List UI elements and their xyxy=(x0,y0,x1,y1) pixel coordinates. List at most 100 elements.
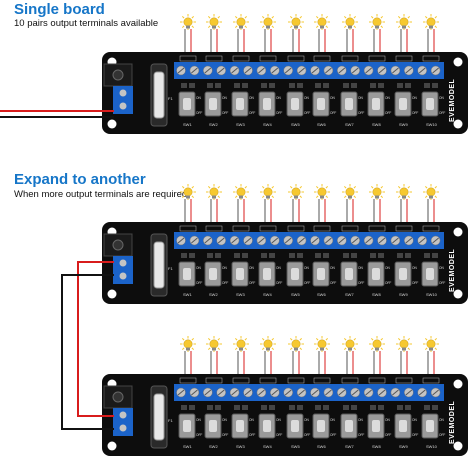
smd-component xyxy=(343,405,349,410)
smd-component xyxy=(269,253,275,258)
smd-component xyxy=(424,83,430,88)
switch-on-label: ON xyxy=(358,266,363,270)
terminal-block-icon xyxy=(174,384,444,401)
switch-off-label: OFF xyxy=(304,433,310,437)
switch-label: SW5 xyxy=(291,444,300,449)
switch-on-label: ON xyxy=(276,418,281,422)
switch-on-label: ON xyxy=(330,266,335,270)
smd-component xyxy=(189,253,195,258)
smd-component xyxy=(181,83,187,88)
smd-component xyxy=(289,253,295,258)
mount-hole xyxy=(453,227,463,237)
mount-hole xyxy=(453,119,463,129)
switch-label: SW9 xyxy=(399,122,408,127)
bulb-icon xyxy=(423,184,439,200)
bulb-icon xyxy=(396,14,412,30)
bulb-icon xyxy=(180,184,196,200)
switch-off-label: OFF xyxy=(412,433,418,437)
smd-component xyxy=(315,405,321,410)
brand-label: EVEMODEL xyxy=(449,78,456,122)
bulb-icon xyxy=(314,336,330,352)
switch-off-label: OFF xyxy=(196,433,202,437)
toggle-switch-icon: ON OFF SW5 xyxy=(286,413,310,449)
smd-component xyxy=(323,405,329,410)
bulb-icon xyxy=(206,14,222,30)
smd-component xyxy=(405,253,411,258)
mount-hole xyxy=(453,379,463,389)
mount-hole xyxy=(453,57,463,67)
switch-label: SW9 xyxy=(399,292,408,297)
smd-component xyxy=(181,405,187,410)
switch-off-label: OFF xyxy=(330,433,336,437)
smd-component xyxy=(234,253,240,258)
switch-on-label: ON xyxy=(385,266,390,270)
input-terminal xyxy=(113,86,133,114)
fuse-glass xyxy=(153,71,165,119)
switch-off-label: OFF xyxy=(196,281,202,285)
smd-component xyxy=(432,253,438,258)
switch-off-label: OFF xyxy=(196,111,202,115)
switch-label: SW3 xyxy=(236,122,245,127)
smd-component xyxy=(432,405,438,410)
toggle-switch-icon: ON OFF SW9 xyxy=(394,261,418,297)
smd-component xyxy=(297,405,303,410)
switch-on-label: ON xyxy=(412,418,417,422)
switch-off-label: OFF xyxy=(330,111,336,115)
switch-on-label: ON xyxy=(276,96,281,100)
switch-off-label: OFF xyxy=(222,433,228,437)
switch-label: SW1 xyxy=(183,444,192,449)
switch-off-label: OFF xyxy=(222,111,228,115)
smd-component xyxy=(378,405,384,410)
switch-off-label: OFF xyxy=(276,111,282,115)
switch-label: SW8 xyxy=(372,122,381,127)
switch-off-label: OFF xyxy=(276,281,282,285)
switch-off-label: OFF xyxy=(439,433,445,437)
smd-component xyxy=(242,405,248,410)
switch-label: SW8 xyxy=(372,292,381,297)
jumper-wire-black xyxy=(61,274,114,430)
switch-label: SW4 xyxy=(263,122,272,127)
switch-on-label: ON xyxy=(222,96,227,100)
switch-off-label: OFF xyxy=(385,433,391,437)
switch-on-label: ON xyxy=(412,266,417,270)
bulb-icon xyxy=(342,14,358,30)
switch-label: SW1 xyxy=(183,292,192,297)
terminal-screw xyxy=(119,272,127,280)
switch-on-label: ON xyxy=(412,96,417,100)
bulb-icon xyxy=(288,184,304,200)
bulb-icon xyxy=(423,14,439,30)
section-title-expand: Expand to another xyxy=(14,171,146,188)
smd-component xyxy=(261,83,267,88)
switch-off-label: OFF xyxy=(358,281,364,285)
smd-component xyxy=(242,253,248,258)
bulb-icon xyxy=(206,336,222,352)
mount-hole xyxy=(107,441,117,451)
switch-on-label: ON xyxy=(358,96,363,100)
brand-label: EVEMODEL xyxy=(449,248,456,292)
brand-label: EVEMODEL xyxy=(449,400,456,444)
smd-component xyxy=(269,83,275,88)
bulb-icon xyxy=(314,184,330,200)
smd-component xyxy=(370,405,376,410)
switch-label: SW7 xyxy=(345,122,354,127)
mount-hole xyxy=(453,441,463,451)
switch-off-label: OFF xyxy=(249,281,255,285)
smd-component xyxy=(351,83,357,88)
smd-component xyxy=(207,83,213,88)
switch-label: SW6 xyxy=(317,292,326,297)
switch-off-label: OFF xyxy=(412,281,418,285)
switch-on-label: ON xyxy=(304,418,309,422)
